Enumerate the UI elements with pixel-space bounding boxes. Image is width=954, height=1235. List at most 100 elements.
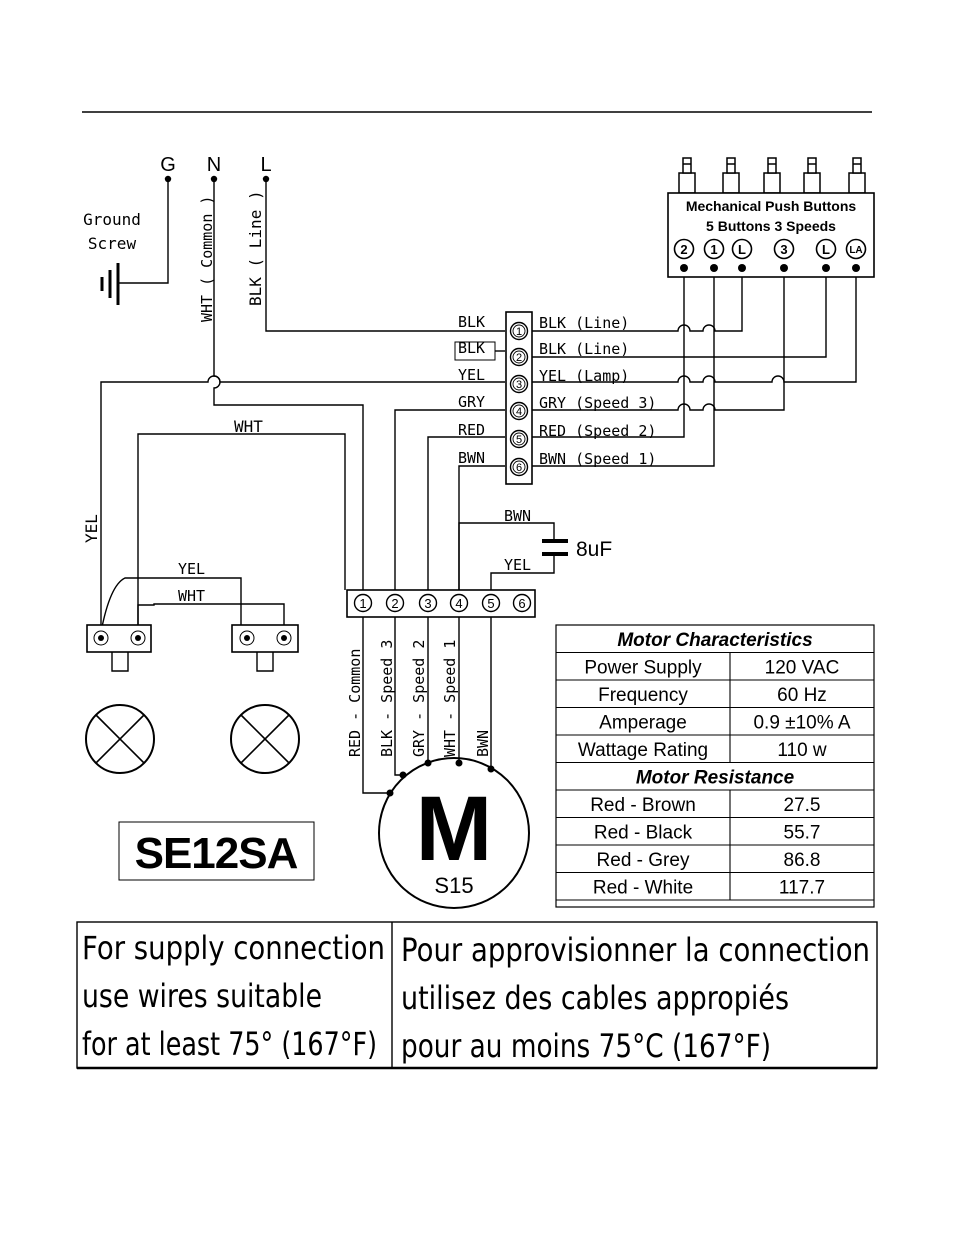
button-position-6 <box>845 238 867 260</box>
wire-line-blk <box>265 179 505 332</box>
lamps <box>85 577 300 774</box>
motor-lead-label: GRY - Speed 2 <box>410 640 428 757</box>
table-section-title: Motor Resistance <box>636 768 795 789</box>
supply-notice: For supply connection use wires suitable… <box>76 921 878 1070</box>
table-row-value: 120 VAC <box>765 658 840 679</box>
table-row-label: Frequency <box>598 685 688 706</box>
button-position-label: 3 <box>780 242 787 257</box>
terminal-right-label: RED (Speed 2) <box>539 422 656 440</box>
supply-l-label: L <box>260 154 271 176</box>
terminal-left-label: BLK <box>458 313 485 331</box>
terminal-block-body <box>505 311 533 485</box>
wire-wht-lamp <box>137 433 346 632</box>
motor-terminal-body <box>346 589 536 618</box>
push-button-cap <box>803 172 821 194</box>
wire-bwn-speed1 <box>458 465 505 590</box>
yel-cap-label: YEL <box>504 556 531 574</box>
ground-label-1: Ground <box>83 210 141 229</box>
terminal-left-label: YEL <box>458 366 485 384</box>
table-row-label: Red - Grey <box>597 850 690 871</box>
button-position-label: LA <box>849 245 862 256</box>
wire-red-speed2 <box>427 436 505 590</box>
model-label: SE12SA <box>135 829 298 878</box>
table-row-label: Amperage <box>599 713 687 734</box>
terminal-right-label: GRY (Speed 3) <box>539 394 656 412</box>
motor-lead-label: BLK - Speed 3 <box>378 640 396 757</box>
supply-n-label: N <box>207 154 221 176</box>
yel-vertical-label: YEL <box>82 514 101 543</box>
notice-en-1: For supply connection <box>82 929 385 967</box>
supply-inputs: G N L Ground Screw WHT ( Common ) BLK ( … <box>83 154 271 322</box>
button-contact-dot <box>710 264 718 272</box>
capacitor: 8uF BWN YEL <box>458 507 612 590</box>
notice-en-2: use wires suitable <box>82 977 322 1015</box>
motor-lead-label: WHT - Speed 1 <box>441 640 459 757</box>
terminal-number: 4 <box>516 406 522 418</box>
button-position-5 <box>815 238 837 260</box>
push-button-cap <box>763 172 781 194</box>
table-row-label: Red - White <box>593 878 693 899</box>
button-position-label: L <box>738 242 746 257</box>
push-buttons-title-2: 5 Buttons 3 Speeds <box>706 218 836 234</box>
motor-terminal-1 <box>353 593 373 613</box>
terminal-right-label: BLK (Line) <box>539 314 629 332</box>
ground-icon <box>100 263 120 305</box>
terminal-left-label: BLK <box>458 339 485 357</box>
terminal-number: 2 <box>516 352 522 364</box>
button-wires <box>532 268 857 467</box>
motor: M S15 <box>378 757 530 909</box>
notice-fr-2: utilisez des cables appropiés <box>401 979 789 1017</box>
push-buttons-body <box>667 192 875 278</box>
terminal-number: 5 <box>516 434 522 446</box>
push-button-cap <box>848 172 866 194</box>
terminal-right-label: YEL (Lamp) <box>539 367 629 385</box>
motor-terminal-number: 5 <box>487 596 494 611</box>
button-position-label: L <box>822 242 830 257</box>
capacitor-value: 8uF <box>576 538 612 561</box>
blk-line-label: BLK ( Line ) <box>246 190 265 306</box>
motor-model: S15 <box>434 873 473 898</box>
push-button-cap <box>678 172 696 194</box>
button-contact-dot <box>738 264 746 272</box>
table-row-value: 110 w <box>777 740 827 761</box>
motor-terminal-number: 3 <box>424 596 431 611</box>
table-row-label: Red - Brown <box>590 795 696 816</box>
terminal-left-label: BWN <box>458 449 485 467</box>
motor-terminal-4 <box>449 593 469 613</box>
table-row-label: Power Supply <box>584 658 702 679</box>
motor-terminal-2 <box>385 593 405 613</box>
notice-fr-1: Pour approvisionner la connection <box>401 931 870 969</box>
lamp-right <box>230 624 300 774</box>
button-contact-dot <box>680 264 688 272</box>
motor-terminal-number: 6 <box>518 596 525 611</box>
button-position-label: 1 <box>710 242 717 257</box>
terminal-number: 3 <box>516 379 522 391</box>
button-contact-dot <box>822 264 830 272</box>
table-row-value: 86.8 <box>784 850 821 871</box>
button-position-1 <box>673 238 695 260</box>
motor-lead-label: RED - Common <box>346 649 364 757</box>
terminal-left-label: GRY <box>458 393 485 411</box>
motor-circle <box>378 757 530 909</box>
table-row-value: 60 Hz <box>777 685 827 706</box>
terminal-left-label: RED <box>458 421 485 439</box>
table-row-value: 27.5 <box>784 795 821 816</box>
motor-terminal-number: 1 <box>359 596 366 611</box>
model-label-box <box>118 821 315 881</box>
notice-en-3: for at least 75° (167°F) <box>82 1025 377 1063</box>
button-position-3 <box>731 238 753 260</box>
motor-leads: RED - Common BLK - Speed 3 GRY - Speed 2 WH… <box>346 617 495 797</box>
button-position-2 <box>703 238 725 260</box>
wht-common-label: WHT ( Common ) <box>198 196 216 322</box>
button-position-4 <box>773 238 795 260</box>
wht-lamp-label: WHT <box>178 587 205 605</box>
table-row-value: 0.9 ±10% A <box>753 713 850 734</box>
wire-gry-speed3 <box>394 409 505 590</box>
table-row-label: Red - Black <box>594 823 693 844</box>
bwn-cap-label: BWN <box>504 507 531 525</box>
table-row-value: 55.7 <box>784 823 821 844</box>
